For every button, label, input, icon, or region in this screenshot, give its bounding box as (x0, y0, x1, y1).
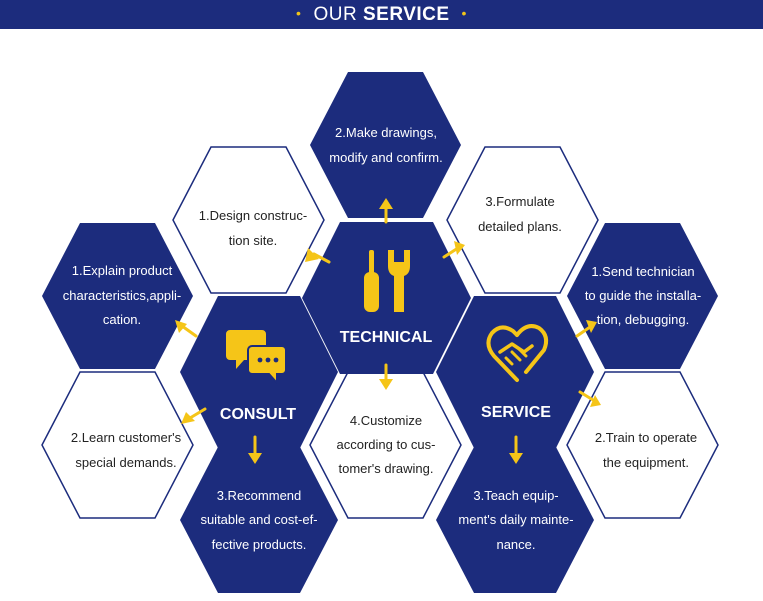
arrow-consult-down (248, 435, 262, 464)
arrow-service-downright (578, 390, 601, 407)
hex-consult-2 (41, 371, 194, 519)
hex-technical (302, 222, 471, 374)
title-prefix: OUR (313, 4, 358, 25)
title-bold: SERVICE (362, 4, 450, 25)
hex-consult-3 (180, 447, 338, 593)
hex-service-3 (436, 447, 594, 593)
title-bullet-left: • (296, 5, 302, 21)
step-service-3: 3.Teach equip-ment's daily mainte-nance. (458, 488, 573, 552)
hex-technical-2 (310, 72, 461, 218)
hex-service (436, 296, 594, 448)
step-technical-1: 1.Design construc-tion site. (199, 208, 307, 248)
screwdriver-wrench-icon (364, 250, 410, 312)
arrow-consult-upleft (175, 320, 198, 338)
hex-technical-1 (172, 146, 325, 294)
label-technical: TECHNICAL (340, 329, 433, 346)
heart-handshake-icon (486, 324, 549, 382)
arrow-technical-upleft (305, 248, 331, 264)
arrow-technical-down (379, 363, 393, 390)
title-bullet-right: • (461, 5, 467, 21)
arrow-technical-upright (442, 241, 465, 259)
speech-bubbles-icon (226, 330, 287, 386)
header-bar (0, 0, 763, 29)
hex-service-1 (567, 223, 718, 369)
arrow-service-down (509, 435, 523, 464)
arrow-consult-downleft (181, 407, 207, 424)
arrow-service-upright (575, 320, 597, 338)
hex-technical-3 (446, 146, 599, 294)
hex-consult-1 (42, 223, 193, 369)
arrow-technical-up (379, 198, 393, 224)
step-technical-2: 2.Make drawings,modify and confirm. (329, 125, 442, 165)
hex-service-2 (566, 371, 719, 519)
page-title: • OUR SERVICE • (0, 0, 763, 29)
label-service: SERVICE (481, 404, 551, 421)
label-consult: CONSULT (220, 406, 296, 423)
